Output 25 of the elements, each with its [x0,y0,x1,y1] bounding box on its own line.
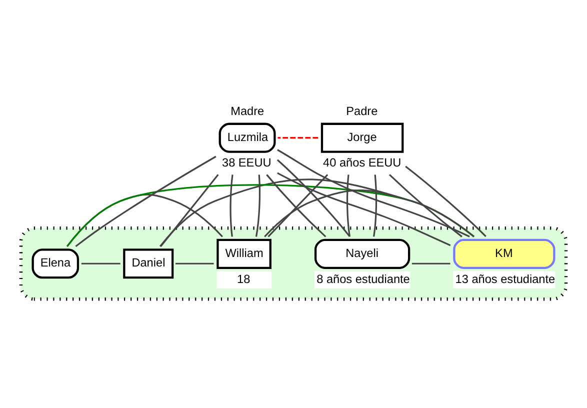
node-label: 18 [237,271,250,286]
connector [255,174,261,236]
connector [277,148,470,237]
node-label: Padre [346,104,378,118]
connector [230,174,234,236]
connector [75,155,216,246]
node-label: 13 años estudiante [455,271,556,286]
connector [176,262,214,264]
node-label: 8 años estudiante [316,271,410,286]
connector [278,136,318,138]
connector [412,262,450,264]
node-label: Madre [230,104,264,118]
connector [159,178,474,246]
connector [388,174,462,237]
connector [160,174,219,246]
cluster [19,226,568,300]
connector [277,172,451,246]
node-label: 38 EEUU [222,155,272,170]
connector [81,262,120,264]
connector [346,174,350,236]
connector [373,174,378,236]
connector [264,189,474,237]
connector [276,158,350,236]
connector [405,165,486,237]
node-label: 40 años EEUU [323,155,402,170]
